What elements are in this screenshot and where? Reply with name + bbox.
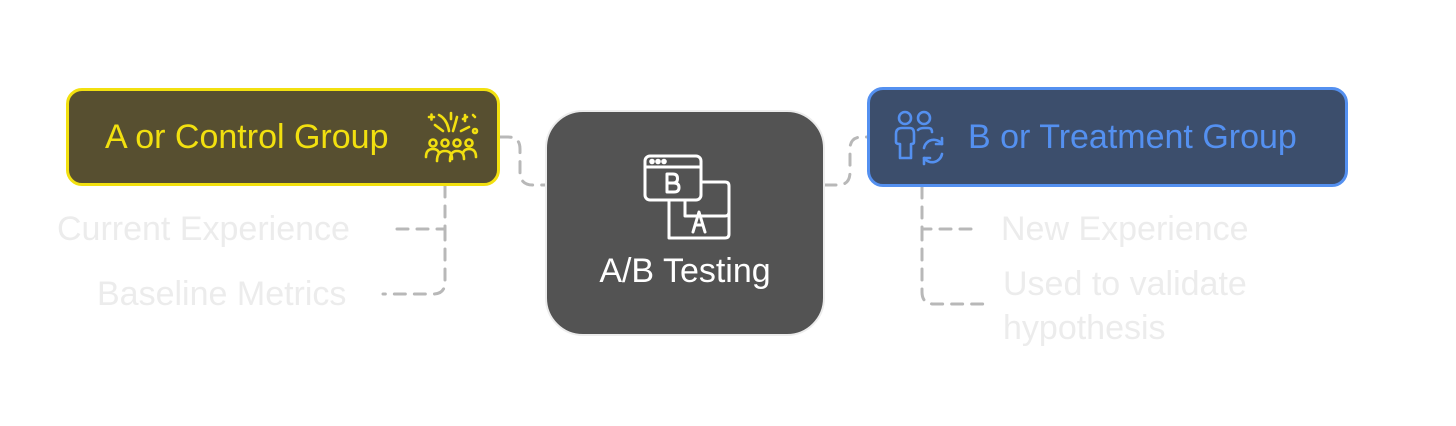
users-refresh-icon (888, 106, 950, 168)
treatment-group-label: B or Treatment Group (968, 118, 1297, 156)
connector-b-new (920, 185, 980, 231)
treatment-item-validate-hypothesis: Used to validate hypothesis (1003, 265, 1247, 347)
connector-a-current (389, 184, 447, 231)
center-label: A/B Testing (599, 252, 771, 290)
crowd-celebration-icon (421, 107, 483, 169)
control-item-baseline-metrics: Baseline Metrics (97, 275, 347, 313)
treatment-item-new-experience: New Experience (1001, 210, 1249, 248)
connector-a-baseline (381, 227, 447, 296)
connector-b-validate (920, 227, 990, 306)
treatment-group-node[interactable]: B or Treatment Group (867, 87, 1348, 187)
ab-testing-windows-icon (639, 150, 735, 246)
ab-testing-node[interactable]: A/B Testing (545, 110, 825, 336)
control-group-label: A or Control Group (105, 118, 389, 156)
control-group-node[interactable]: A or Control Group (66, 88, 500, 186)
connector-a-to-center (498, 135, 547, 187)
control-item-current-experience: Current Experience (57, 210, 350, 248)
connector-center-to-b (823, 135, 869, 187)
